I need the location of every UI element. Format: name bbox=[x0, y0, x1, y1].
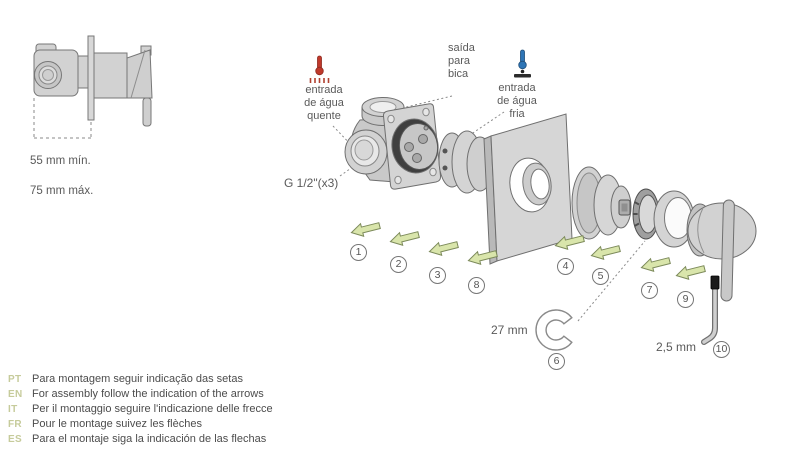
inset-side-view bbox=[33, 35, 153, 139]
valve-body bbox=[344, 97, 442, 190]
instruction-en: EN For assembly follow the indication of… bbox=[8, 387, 273, 402]
arrow-icon bbox=[349, 218, 382, 240]
spanner-wrench-icon bbox=[535, 309, 573, 351]
hot-water-icon bbox=[309, 55, 330, 83]
instruction-text-en: For assembly follow the indication of th… bbox=[32, 388, 264, 400]
step-marker-2: 2 bbox=[390, 256, 407, 273]
thread-size-label: G 1/2"(x3) bbox=[284, 176, 339, 190]
escutcheon bbox=[571, 166, 632, 240]
arrow-icon bbox=[427, 237, 460, 259]
depth-dimension-label: 55 mm mín. 75 mm máx. bbox=[30, 139, 93, 214]
arrow-icon bbox=[639, 253, 672, 275]
step-marker-10: 10 bbox=[713, 341, 730, 358]
arrow-icon bbox=[388, 227, 421, 249]
cold-water-icon bbox=[514, 49, 531, 78]
hex-key-size-label: 2,5 mm bbox=[656, 340, 697, 354]
depth-max-label: 75 mm máx. bbox=[30, 185, 94, 197]
step-marker-9: 9 bbox=[677, 291, 694, 308]
instruction-pt: PT Para montagem seguir indicação das se… bbox=[8, 372, 273, 387]
depth-min-label: 55 mm mín. bbox=[30, 155, 91, 167]
arrow-icon bbox=[674, 261, 707, 283]
arrow-icon bbox=[589, 241, 622, 263]
lang-code-fr: FR bbox=[8, 419, 22, 430]
hex-key-icon bbox=[701, 275, 720, 345]
step-marker-8: 8 bbox=[468, 277, 485, 294]
instruction-it: IT Per il montaggio seguire l'indicazion… bbox=[8, 402, 273, 417]
step-marker-5: 5 bbox=[592, 268, 609, 285]
cold-inlet-label: entrada de água fria bbox=[497, 82, 537, 120]
step-marker-6: 6 bbox=[548, 353, 565, 370]
step-marker-4: 4 bbox=[557, 258, 574, 275]
lang-code-es: ES bbox=[8, 434, 22, 445]
instruction-es: ES Para el montaje siga la indicación de… bbox=[8, 432, 273, 447]
trim-ring bbox=[653, 190, 695, 248]
instruction-text-pt: Para montagem seguir indicação das setas bbox=[32, 373, 243, 385]
instruction-fr: FR Pour le montage suivez les flèches bbox=[8, 417, 273, 432]
spout-outlet-label: saída para bica bbox=[448, 42, 475, 80]
step-marker-1: 1 bbox=[350, 244, 367, 261]
instruction-text-fr: Pour le montage suivez les flèches bbox=[32, 418, 202, 430]
wall-plate bbox=[483, 113, 573, 265]
handle bbox=[686, 199, 757, 302]
lang-code-en: EN bbox=[8, 389, 23, 400]
step-marker-3: 3 bbox=[429, 267, 446, 284]
lang-code-it: IT bbox=[8, 404, 18, 415]
instruction-text-it: Per il montaggio seguire l'indicazione d… bbox=[32, 403, 273, 415]
instruction-text-es: Para el montaje siga la indicación de la… bbox=[32, 433, 267, 445]
step-marker-7: 7 bbox=[641, 282, 658, 299]
cartridge-sleeve bbox=[438, 130, 494, 194]
lock-ring bbox=[632, 188, 660, 240]
hot-inlet-label: entrada de água quente bbox=[304, 84, 344, 122]
wrench-size-label: 27 mm bbox=[491, 323, 528, 337]
instructions-list: PT Para montagem seguir indicação das se… bbox=[8, 372, 273, 447]
lang-code-pt: PT bbox=[8, 374, 22, 385]
